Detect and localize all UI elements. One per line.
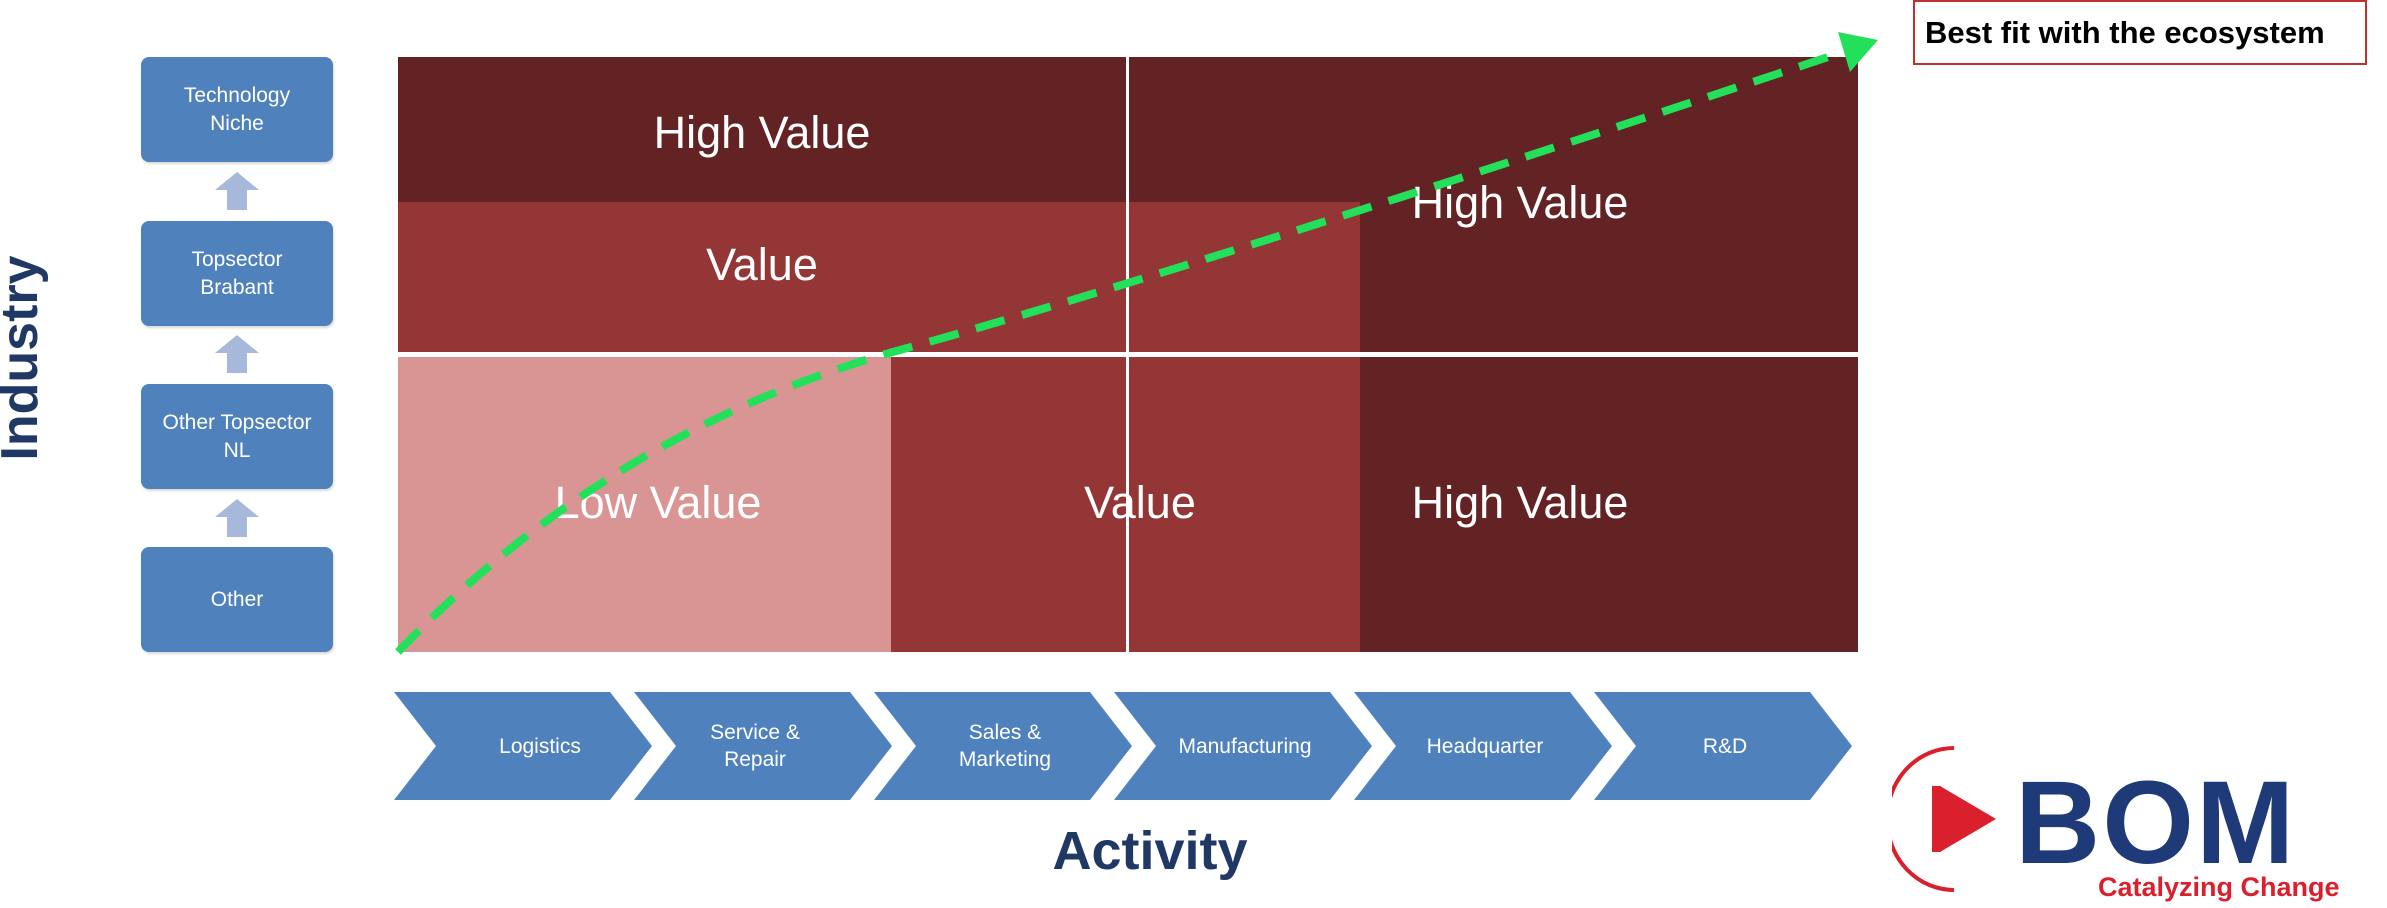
bom-logo-text: BOM — [2015, 757, 2297, 889]
activity-sales-marketing: Sales & Marketing — [958, 721, 1052, 771]
best-fit-callout: Best fit with the ecosystem — [1913, 0, 2367, 65]
chevron-logistics — [394, 692, 652, 800]
industry-topsector-brabant: Topsector Brabant — [141, 221, 333, 326]
industry-technology-niche: Technology Niche — [141, 57, 333, 162]
industry-other: Other — [141, 547, 333, 652]
chevron-service-repair — [634, 692, 892, 800]
activity-chevron-row — [394, 692, 1852, 800]
up-arrow-icon — [215, 172, 259, 210]
label-high-value-top-right: High Value — [1411, 177, 1629, 228]
up-arrow-icon — [215, 499, 259, 537]
chevron-manufacturing — [1114, 692, 1372, 800]
chevron-sales-marketing — [874, 692, 1132, 800]
label-high-value-bottom: High Value — [1411, 477, 1629, 528]
matrix-v-divider — [1126, 57, 1129, 652]
x-axis-label: Activity — [1052, 821, 1248, 881]
label-value-top: Value — [706, 239, 818, 290]
activity-manufacturing: Manufacturing — [1178, 734, 1312, 758]
activity-logistics: Logistics — [499, 734, 581, 758]
label-value-bottom: Value — [1084, 477, 1196, 528]
label-low-value: Low Value — [554, 477, 762, 528]
industry-other-topsector-nl: Other Topsector NL — [141, 384, 333, 489]
value-matrix: High Value Value High Value Low Value Va… — [398, 57, 1858, 652]
bom-tagline: Catalyzing Change — [2098, 872, 2340, 902]
up-arrow-icon — [215, 335, 259, 373]
y-axis-label-text: Industry — [0, 255, 49, 461]
chevron-headquarter — [1354, 692, 1612, 800]
activity-rd: R&D — [1702, 734, 1748, 758]
chevron-rd — [1594, 692, 1852, 800]
activity-service-repair: Service & Repair — [710, 721, 800, 771]
label-high-value-top-left: High Value — [653, 107, 871, 158]
bom-logo-icon — [1892, 746, 1996, 892]
activity-headquarter: Headquarter — [1426, 734, 1544, 758]
